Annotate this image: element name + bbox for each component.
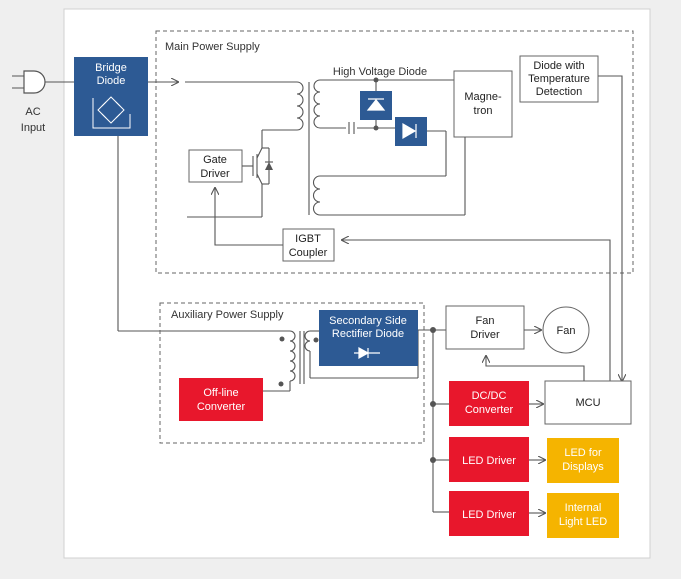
- secondary-rectifier-label-line1: Secondary Side: [329, 315, 407, 327]
- aux-transformer: [289, 330, 296, 382]
- main-power-supply-region: [155, 30, 634, 274]
- igbt-switch: [187, 147, 273, 218]
- led-driver-1-block: [449, 437, 529, 482]
- magnetron-label-line1: Magne-: [464, 91, 502, 103]
- led-driver-2-block: [449, 491, 529, 536]
- transformer-secondary: [313, 79, 321, 129]
- igbt-coupler-label-line1: IGBT: [295, 233, 321, 245]
- gate-driver-label-line2: Driver: [200, 168, 230, 180]
- hv-diode-label: High Voltage Diode: [333, 66, 427, 78]
- ac-input-label-line1: AC: [25, 106, 40, 118]
- led-displays-block: [547, 438, 619, 483]
- dcdc-converter-block: [449, 381, 529, 426]
- internal-light-led-block: [547, 493, 619, 538]
- ac-input-label-line2: Input: [21, 122, 45, 134]
- mcu-label: MCU: [575, 397, 600, 409]
- diode-temp-label-line2: Temperature: [528, 73, 590, 85]
- internal-light-label-line1: Internal: [565, 502, 602, 514]
- mcu-block: [544, 380, 632, 425]
- bridge-diode-label-line1: Bridge: [95, 62, 127, 74]
- bridge-rectifier-icon: [92, 96, 131, 129]
- led-displays-label-line1: LED for: [564, 447, 602, 459]
- secondary-rectifier-label-line2: Rectifier Diode: [332, 328, 404, 340]
- led-displays-label-line2: Displays: [562, 461, 604, 473]
- fan-driver-label-line2: Driver: [470, 329, 500, 341]
- led-driver-2-label: LED Driver: [462, 509, 516, 521]
- offline-converter-label-line2: Converter: [197, 401, 246, 413]
- magnetron-block: [453, 70, 513, 138]
- fan-driver-label-line1: Fan: [476, 315, 495, 327]
- diode-temp-label-line1: Diode with: [533, 60, 584, 72]
- dcdc-label-line1: DC/DC: [472, 390, 507, 402]
- diode-temp-label-line3: Detection: [536, 86, 582, 98]
- igbt-coupler-label-line2: Coupler: [289, 247, 328, 259]
- igbt-coupler-block: [282, 228, 335, 262]
- internal-light-label-line2: Light LED: [559, 516, 607, 528]
- led-driver-1-label: LED Driver: [462, 455, 516, 467]
- transformer-primary: [296, 81, 304, 131]
- main-power-supply-title: Main Power Supply: [165, 41, 260, 53]
- auxiliary-power-supply-title: Auxiliary Power Supply: [171, 309, 284, 321]
- offline-converter-label-line1: Off-line: [203, 387, 238, 399]
- offline-converter-block: [179, 378, 263, 421]
- auxiliary-power-supply-region: [159, 302, 425, 444]
- magnetron-label-line2: tron: [474, 105, 493, 117]
- diode-temp-detection-block: [519, 55, 599, 103]
- gate-driver-label-line1: Gate: [203, 154, 227, 166]
- bridge-diode-label-line2: Diode: [97, 75, 126, 87]
- plug-icon: [12, 70, 74, 94]
- fan-circle: [542, 306, 590, 354]
- fan-driver-block: [445, 305, 525, 350]
- fan-label: Fan: [557, 325, 576, 337]
- dcdc-label-line2: Converter: [465, 404, 514, 416]
